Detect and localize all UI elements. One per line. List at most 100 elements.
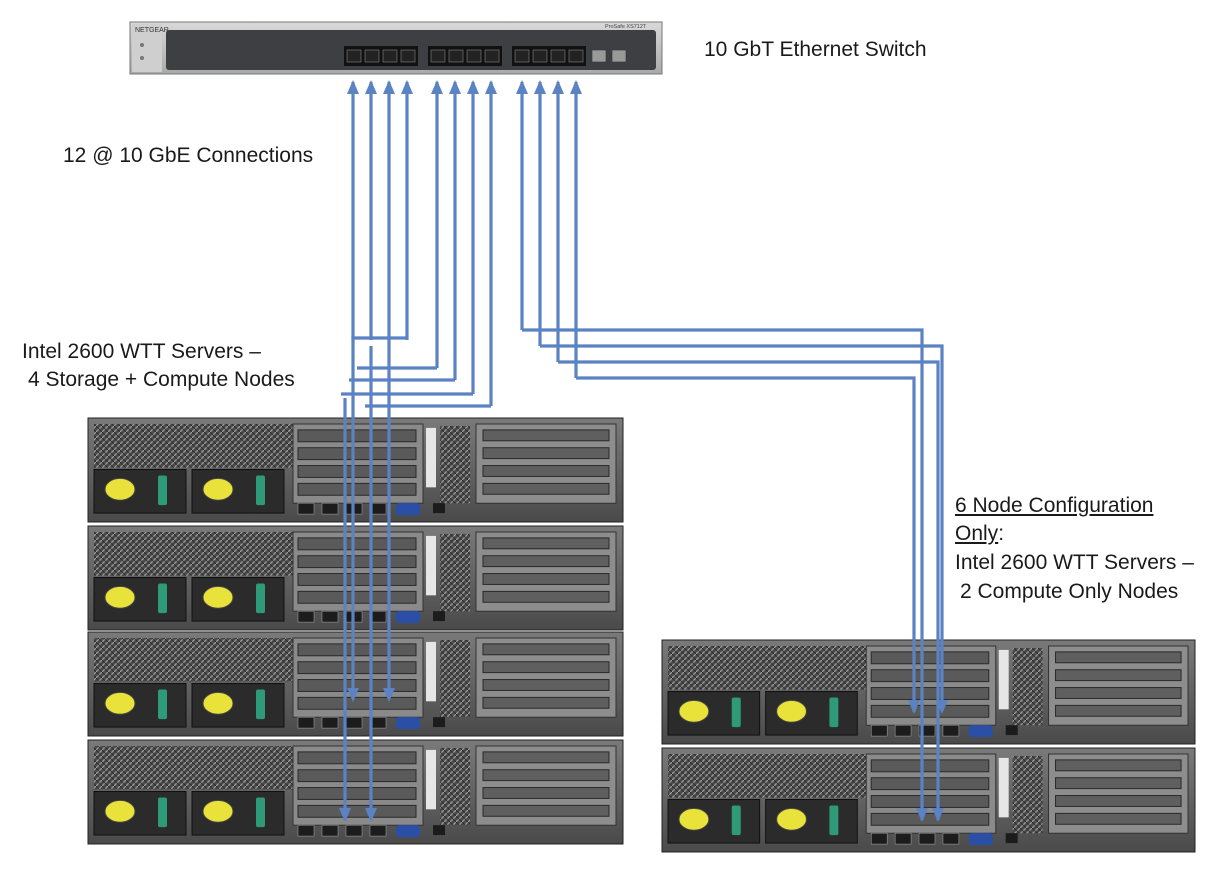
pcie-slot: [297, 751, 417, 765]
fan-icon: [202, 585, 234, 609]
cable-group: [339, 80, 948, 822]
server-stack-main: [87, 417, 624, 845]
main-group-subtitle: 4 Storage + Compute Nodes: [28, 368, 295, 391]
arrow-up-icon: [431, 80, 443, 94]
label-strip: [998, 757, 1009, 818]
server-stack-extra: [661, 639, 1196, 853]
arrow-down-icon: [932, 808, 944, 822]
server-unit: [661, 639, 1196, 745]
label-strip: [426, 749, 436, 810]
switch-label: 10 GbT Ethernet Switch: [704, 38, 927, 61]
rj45-port: [297, 610, 315, 623]
arrow-up-icon: [570, 80, 582, 94]
arrow-down-icon: [936, 700, 948, 714]
handle-icon: [256, 583, 265, 614]
vent-grille: [440, 748, 470, 826]
vent-grille: [668, 646, 868, 690]
arrow-up-icon: [552, 80, 564, 94]
pcie-slot: [1055, 687, 1182, 699]
rj45-port: [321, 824, 339, 837]
vga-port-icon: [396, 825, 420, 838]
rj45-port: [345, 716, 363, 729]
rj45-port: [321, 502, 339, 515]
fan-icon: [104, 585, 136, 609]
pcie-slot: [297, 537, 417, 551]
rj45-port: [297, 716, 315, 729]
pcie-slot: [297, 661, 417, 675]
label-strip: [426, 427, 436, 488]
arrow-down-icon: [908, 700, 920, 714]
switch-port-bank-3: [512, 46, 586, 66]
handle-icon: [256, 475, 265, 506]
only-colon: :: [998, 522, 1005, 545]
rj45-port: [297, 824, 315, 837]
pcie-slot: [482, 679, 610, 691]
rj45-port: [321, 716, 339, 729]
pcie-slot: [297, 787, 417, 800]
rj45-port: [369, 824, 387, 837]
pcie-slot: [870, 795, 990, 808]
handle-icon: [158, 797, 167, 828]
extra-group-note: 6 Node Configuration: [955, 494, 1154, 517]
pcie-slot: [482, 482, 610, 495]
pcie-slot: [297, 804, 417, 818]
pcie-slot: [870, 759, 990, 773]
extra-group-subtitle: 2 Compute Only Nodes: [960, 580, 1179, 603]
arrow-down-icon: [383, 688, 395, 702]
arrow-up-icon: [347, 80, 359, 94]
pcie-slot: [870, 651, 990, 665]
pcie-slot: [870, 812, 990, 826]
cable-line: [576, 376, 916, 712]
arrow-up-icon: [485, 80, 497, 94]
server-unit: [87, 631, 624, 737]
handle-icon: [158, 475, 167, 506]
switch-port-bank-2: [428, 46, 502, 66]
rj45-port: [321, 610, 339, 623]
pcie-slot: [297, 429, 417, 443]
pcie-slot: [482, 537, 610, 550]
pcie-slot: [1055, 777, 1182, 790]
vent-grille: [440, 426, 470, 504]
server-unit: [661, 747, 1196, 853]
switch-brand: NETGEAR: [135, 27, 169, 34]
pcie-slot: [1055, 795, 1182, 807]
switch-led-icon: [140, 43, 144, 47]
usb-port: [433, 825, 445, 836]
usb-port: [433, 717, 445, 728]
cable-line: [558, 360, 940, 820]
pcie-slot: [1055, 704, 1182, 717]
pcie-slot: [870, 669, 990, 683]
arrow-up-icon: [449, 80, 461, 94]
handle-icon: [829, 697, 839, 728]
label-strip: [998, 649, 1009, 710]
pcie-slot: [297, 769, 417, 783]
arrow-up-icon: [365, 80, 377, 94]
rj45-port: [870, 724, 888, 737]
vga-port-icon: [396, 611, 420, 624]
switch-sfp-ports: [591, 49, 627, 63]
pcie-slot: [870, 777, 990, 791]
extra-group-note-only: Only:: [955, 520, 1004, 548]
fan-icon: [202, 691, 234, 715]
fan-icon: [202, 799, 234, 823]
handle-icon: [731, 697, 741, 728]
pcie-slot: [297, 555, 417, 569]
pcie-slot: [1055, 651, 1182, 664]
pcie-slot: [297, 643, 417, 657]
vent-grille: [668, 754, 868, 798]
vent-grille: [94, 746, 294, 790]
arrow-up-icon: [401, 80, 413, 94]
pcie-slot: [482, 447, 610, 460]
fan-icon: [104, 691, 136, 715]
pcie-slot: [482, 643, 610, 656]
handle-icon: [829, 805, 839, 836]
fan-icon: [202, 477, 234, 501]
main-group-title: Intel 2600 WTT Servers –: [22, 340, 261, 363]
pcie-slot: [482, 465, 610, 477]
vent-grille: [1012, 648, 1043, 726]
only-text: Only: [955, 522, 999, 545]
server-unit: [87, 417, 624, 523]
pcie-slot: [482, 696, 610, 709]
pcie-slot: [297, 590, 417, 604]
psu-bay: [93, 791, 187, 836]
